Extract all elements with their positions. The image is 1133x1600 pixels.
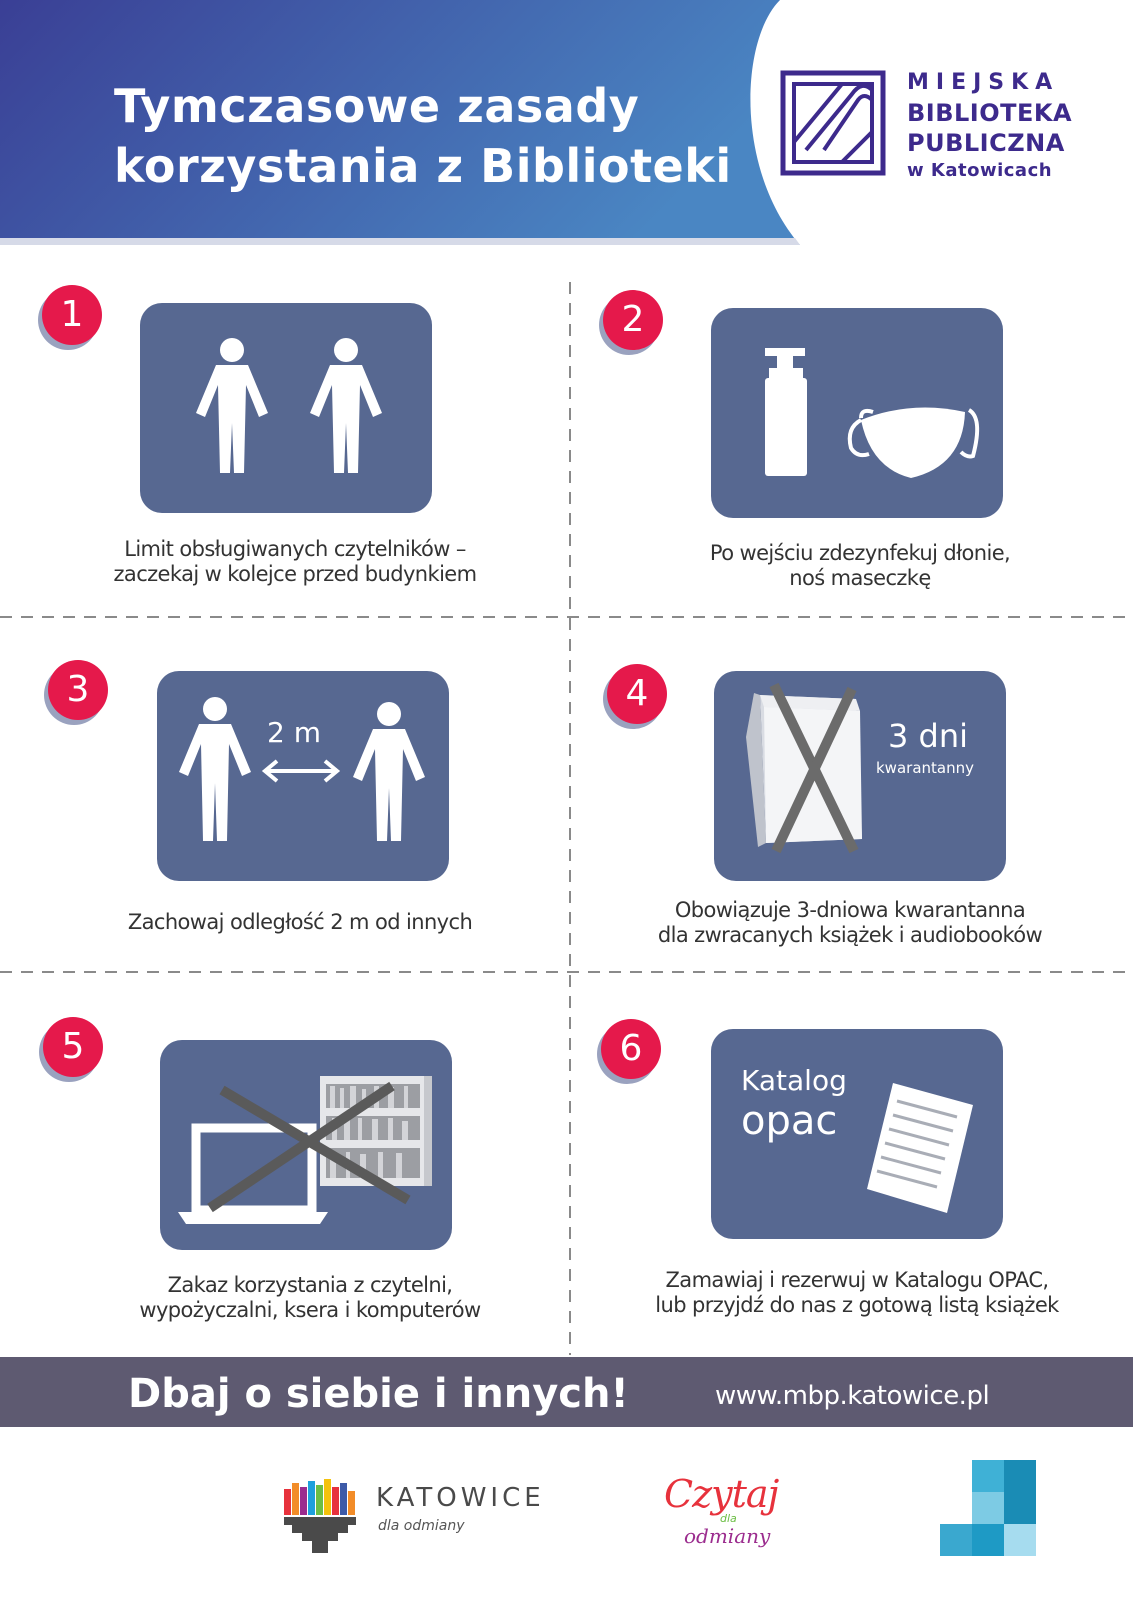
footer-bar (0, 1357, 1133, 1427)
crossed-book-icon (746, 682, 862, 854)
rule-6-card: Katalog opac (711, 1029, 1003, 1239)
czytaj-word: Czytaj (664, 1472, 779, 1516)
crossed-laptop-and-shelf-icon (178, 1076, 432, 1224)
rule-1-caption: Limit obsługiwanych czytelników – zaczek… (113, 537, 478, 586)
sanitizer-and-mask-icon (765, 348, 980, 478)
distance-label: 2 m (267, 716, 321, 749)
rule-6-badge: 6 (601, 1019, 661, 1079)
header-background (0, 0, 800, 245)
logo-line-2: BIBLIOTEKA (907, 99, 1073, 127)
rule-3-caption: Zachowaj odległość 2 m od innych (127, 910, 473, 934)
rule-3-card: 2 m (157, 671, 449, 881)
rule-1-badge: 1 (42, 285, 102, 345)
rule-4-card: 3 dni kwarantanny (714, 671, 1006, 881)
logo-line-1: MIEJSKA (907, 70, 1060, 95)
rule-5-badge: 5 (43, 1017, 103, 1077)
rule-2-badge: 2 (603, 290, 663, 350)
rule-4-caption: Obowiązuje 3-dniowa kwarantanna dla zwra… (657, 898, 1043, 947)
czytaj-odmiany: odmiany (684, 1524, 771, 1548)
logo-line-3: PUBLICZNA (907, 129, 1065, 157)
rule-5-caption: Zakaz korzystania z czytelni, wypożyczal… (139, 1273, 481, 1322)
quarantine-sub-label: kwarantanny (876, 759, 974, 777)
rule-1-card (140, 303, 432, 513)
footer-slogan: Dbaj o siebie i innych! (128, 1371, 629, 1417)
website-link[interactable]: www.mbp.katowice.pl (715, 1381, 990, 1411)
katowice-name: KATOWICE (376, 1483, 545, 1513)
header-banner: Tymczasowe zasady korzystania z Bibliote… (0, 0, 1133, 245)
katowice-tagline: dla odmiany (378, 1518, 465, 1534)
rule-3-badge: 3 (48, 660, 108, 720)
library-logo: MIEJSKA BIBLIOTEKA PUBLICZNA w Katowicac… (780, 68, 1100, 183)
quarantine-days-label: 3 dni (888, 717, 969, 755)
catalog-label-line-1: Katalog (741, 1064, 847, 1097)
czytaj-dla: dla (720, 1512, 737, 1525)
page-title: Tymczasowe zasady korzystania z Bibliote… (114, 76, 732, 196)
rule-2-card (711, 308, 1003, 518)
katowice-logo: KATOWICE dla odmiany (284, 1477, 544, 1557)
katowice-skyline-icon (284, 1479, 356, 1553)
title-line-1: Tymczasowe zasady (114, 79, 640, 133)
distance-icon (179, 697, 425, 841)
title-line-2: korzystania z Biblioteki (114, 139, 732, 193)
library-name: MIEJSKA BIBLIOTEKA PUBLICZNA w Katowicac… (907, 68, 1072, 184)
two-people-icon (196, 338, 382, 473)
czytaj-dla-odmiany-logo: Czytaj dla odmiany (660, 1468, 790, 1568)
blue-squares-logo (940, 1460, 1036, 1556)
book-corner-icon (780, 70, 886, 176)
rule-6-caption: Zamawiaj i rezerwuj w Katalogu OPAC, lub… (655, 1268, 1059, 1317)
rule-5-card (160, 1040, 452, 1250)
logo-line-4: w Katowicach (907, 160, 1053, 181)
rule-2-caption: Po wejściu zdezynfekuj dłonie, noś masec… (709, 541, 1011, 590)
catalog-label-line-2: opac (741, 1098, 838, 1144)
rule-4-badge: 4 (607, 664, 667, 724)
catalog-document-icon (867, 1083, 973, 1213)
